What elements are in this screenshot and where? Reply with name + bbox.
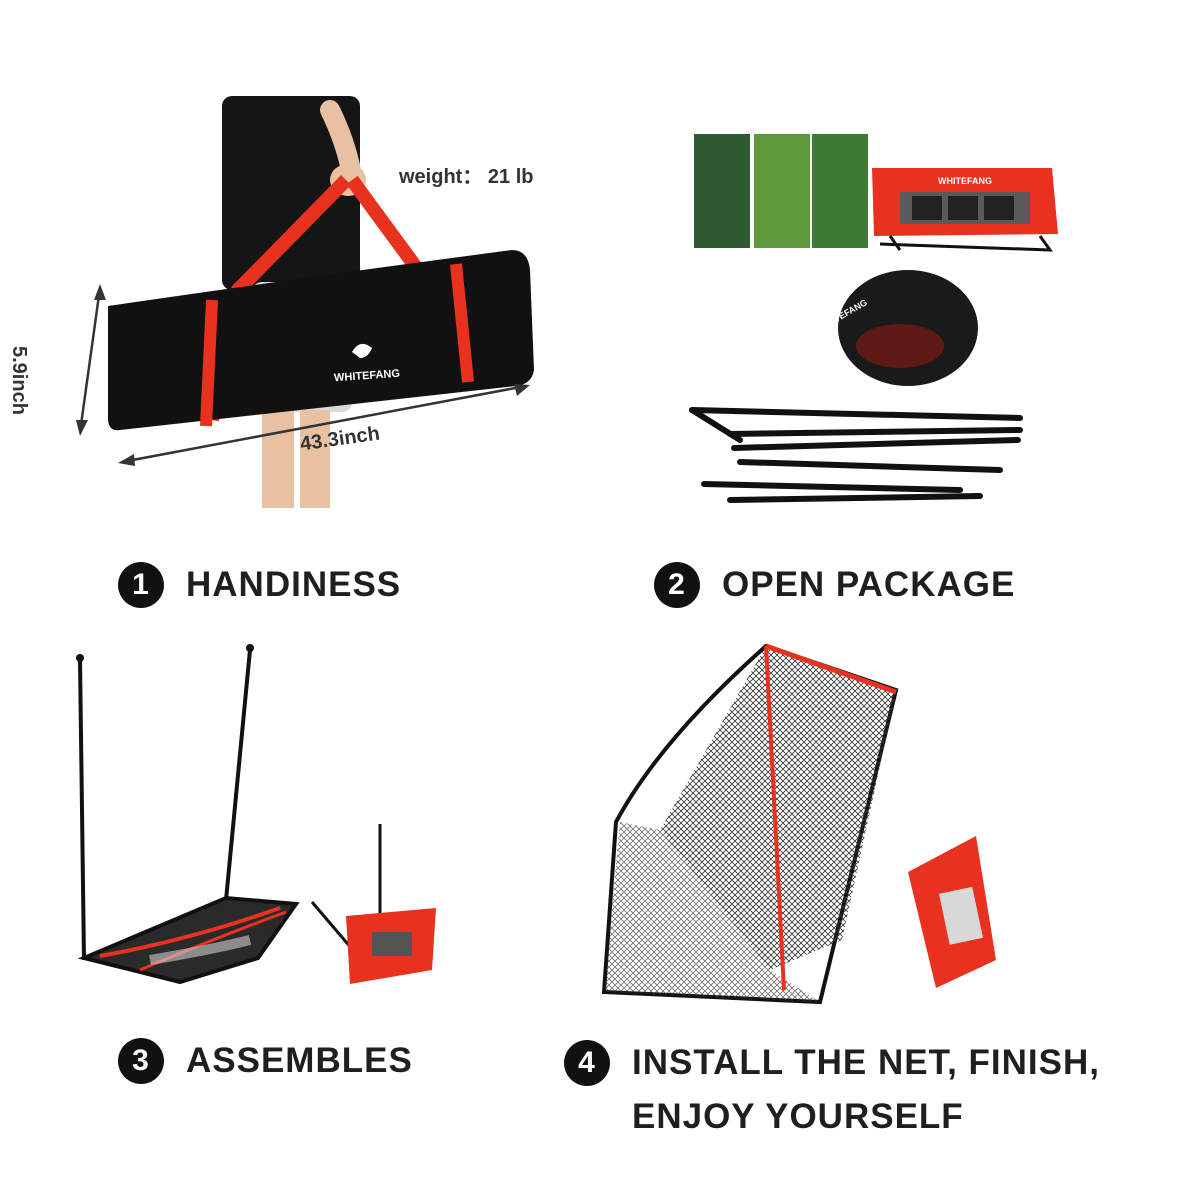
step-label: OPEN PACKAGE [722,565,1016,604]
height-arrow [78,287,102,433]
panel-handiness: WHITEFANG weight： 21 lb 5.9inch 43.3inch… [0,0,600,640]
person-leg-left [262,410,294,508]
step-label: HANDINESS [186,565,402,604]
step-4-caption: 4 INSTALL THE NET, FINISH, ENJOY YOURSEL… [564,1036,1100,1144]
frame-poles [689,407,1023,503]
step-2-caption: 2 OPEN PACKAGE [654,562,1015,608]
package-contents-illustration [689,134,1058,503]
bag-logo-icon [352,343,372,358]
step-label: ASSEMBLES [186,1041,413,1080]
turf-mat-1 [694,134,750,248]
step-label-line-1: INSTALL THE NET, FINISH, [632,1043,1100,1082]
net-frame [601,643,899,1005]
length-arrow [121,384,527,464]
step-number-badge: 4 [564,1040,610,1086]
panel-assembles: 3 ASSEMBLES [0,640,600,1200]
pole-right [224,649,252,901]
panel-install-net: 4 INSTALL THE NET, FINISH, ENJOY YOURSEL… [540,640,1200,1200]
panel-open-package: WHITEFANG WHITEFANG 2 OPEN PACKAGE [600,0,1200,640]
step-1-caption: 1 HANDINESS [118,562,401,608]
laid-net [77,895,300,985]
weight-label: weight： 21 lb [399,166,534,188]
height-label: 5.9inch [8,346,30,415]
pole-left [78,659,86,961]
step-label-line-2: ENJOY YOURSELF [632,1097,964,1136]
net-mesh [660,646,896,970]
bag-body [108,250,534,431]
step-number-badge: 3 [118,1038,164,1084]
case-brand-label: WHITEFANG [938,176,992,186]
turf-mat-2 [754,134,810,248]
bag-illustration [76,96,534,508]
step-3-caption: 3 ASSEMBLES [118,1038,413,1084]
installed-net-illustration [601,643,996,1005]
step-number-badge: 2 [654,562,700,608]
step-number-badge: 1 [118,562,164,608]
turf-mat-3 [812,134,868,248]
assembly-illustration [76,644,436,985]
person-shirt [222,96,360,290]
